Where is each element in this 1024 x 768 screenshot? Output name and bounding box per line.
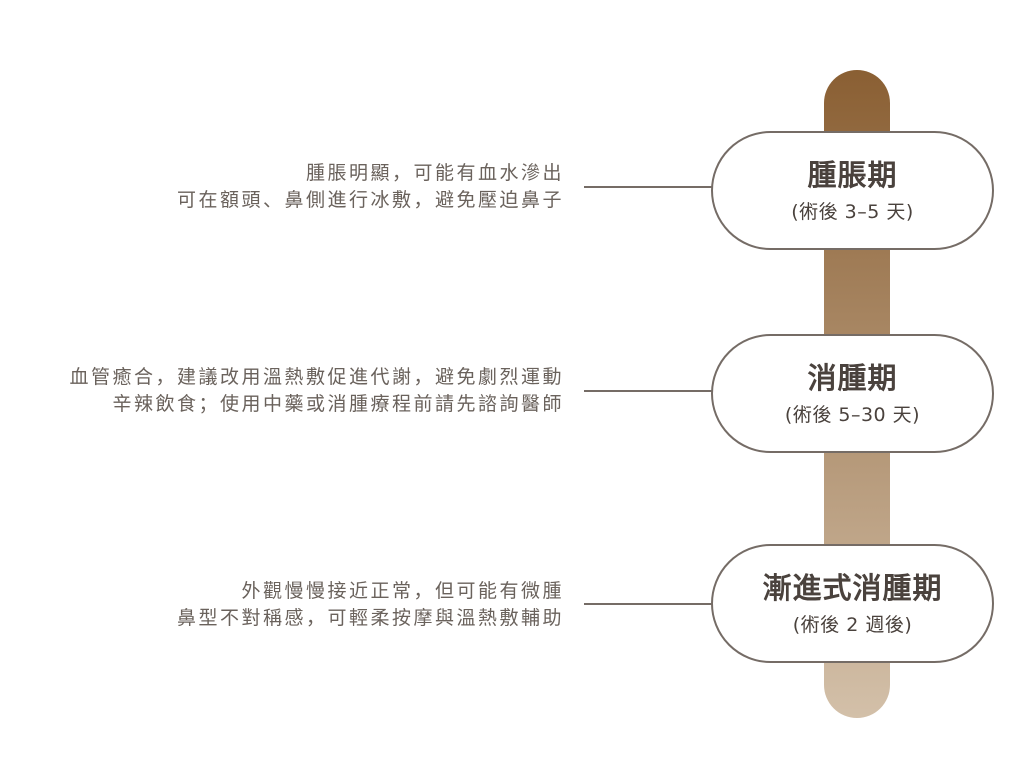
stage-1-subtitle: (術後 3–5 天) bbox=[791, 200, 914, 223]
stage-1-description: 腫脹明顯，可能有血水滲出 可在額頭、鼻側進行冰敷，避免壓迫鼻子 bbox=[177, 160, 564, 214]
stage-3-line-2: 鼻型不對稱感，可輕柔按摩與溫熱敷輔助 bbox=[176, 607, 564, 629]
stage-2-title: 消腫期 bbox=[807, 360, 898, 395]
stage-2-subtitle: (術後 5–30 天) bbox=[784, 403, 921, 426]
stage-3-subtitle: (術後 2 週後) bbox=[792, 613, 913, 636]
stage-3-connector bbox=[584, 603, 714, 605]
stage-2-connector bbox=[584, 390, 714, 392]
stage-1-title: 腫脹期 bbox=[807, 157, 898, 192]
stage-3-title: 漸進式消腫期 bbox=[762, 570, 943, 605]
stage-1-connector bbox=[584, 186, 714, 188]
stage-1-line-2: 可在額頭、鼻側進行冰敷，避免壓迫鼻子 bbox=[176, 189, 564, 211]
stage-3-line-1: 外觀慢慢接近正常，但可能有微腫 bbox=[241, 580, 564, 602]
stage-3-description: 外觀慢慢接近正常，但可能有微腫 鼻型不對稱感，可輕柔按摩與溫熱敷輔助 bbox=[177, 578, 564, 632]
stage-2-pill: 消腫期 (術後 5–30 天) bbox=[711, 334, 994, 453]
stage-2-description: 血管癒合，建議改用溫熱敷促進代謝，避免劇烈運動 辛辣飲食；使用中藥或消腫療程前請… bbox=[69, 364, 564, 418]
stage-3-pill: 漸進式消腫期 (術後 2 週後) bbox=[711, 544, 994, 663]
stage-2-line-1: 血管癒合，建議改用溫熱敷促進代謝，避免劇烈運動 bbox=[69, 366, 564, 388]
stage-2-line-2: 辛辣飲食；使用中藥或消腫療程前請先諮詢醫師 bbox=[112, 393, 564, 415]
stage-1-pill: 腫脹期 (術後 3–5 天) bbox=[711, 131, 994, 250]
stage-1-line-1: 腫脹明顯，可能有血水滲出 bbox=[305, 162, 564, 184]
